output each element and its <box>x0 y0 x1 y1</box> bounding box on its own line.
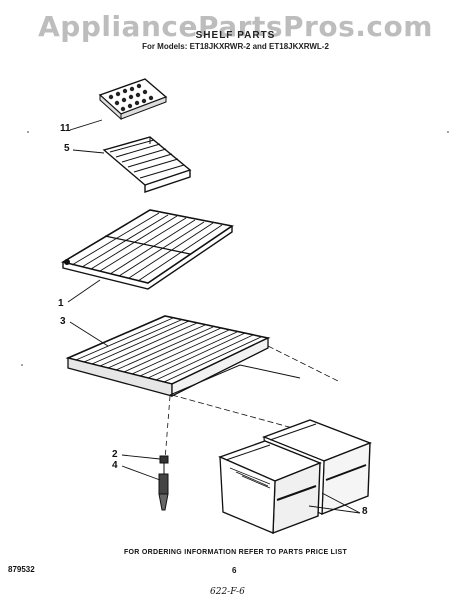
leader-lines <box>67 119 361 514</box>
wire-shelf <box>60 209 235 290</box>
callout-5: 5 <box>64 143 70 154</box>
handwritten-note: 622-F-6 <box>210 587 245 597</box>
page-number: 6 <box>232 566 237 575</box>
callout-11: 11 <box>60 123 71 134</box>
crisper-cover-frame <box>65 315 341 431</box>
callout-3: 3 <box>60 316 66 327</box>
callout-1: 1 <box>58 298 64 309</box>
watermark: AppliancePartsPros.com <box>38 10 433 43</box>
diagram-title: SHELF PARTS <box>195 30 276 41</box>
callout-8: 8 <box>362 506 368 517</box>
callout-2: 2 <box>112 449 118 460</box>
small-wire-shelf <box>102 136 192 193</box>
callout-4: 4 <box>112 460 118 471</box>
support-post <box>158 473 169 511</box>
models-subtitle: For Models: ET18JKXRWR-2 and ET18JKXRWL-… <box>142 42 329 51</box>
ice-cube-tray <box>98 78 168 121</box>
ordering-note: FOR ORDERING INFORMATION REFER TO PARTS … <box>123 549 348 556</box>
support-clip <box>159 455 169 474</box>
crisper-drawers <box>218 419 372 535</box>
document-number: 879532 <box>8 565 35 574</box>
